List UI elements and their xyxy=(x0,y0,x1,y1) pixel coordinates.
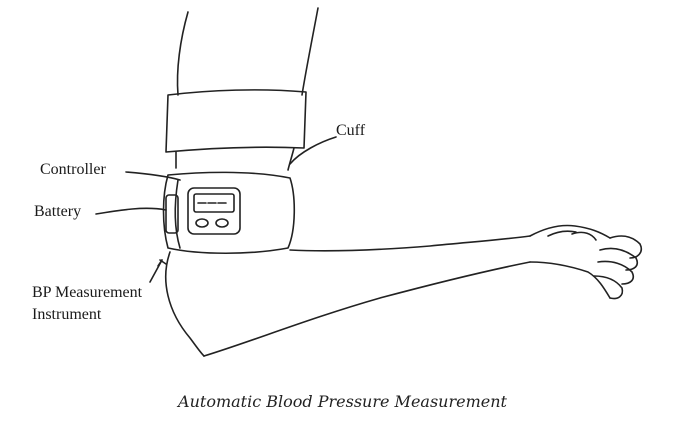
upper-arm-outline-right xyxy=(301,7,319,96)
label-battery: Battery xyxy=(34,203,82,220)
label-cuff: Cuff xyxy=(336,122,366,139)
label-instrument-line2: Instrument xyxy=(32,306,102,323)
controller-display xyxy=(187,187,241,235)
elbow-outline xyxy=(164,251,205,357)
cuff-leader xyxy=(289,136,337,165)
battery-leader xyxy=(95,207,167,215)
forearm-top xyxy=(289,235,531,252)
hand-outline xyxy=(529,224,611,239)
upper-arm-outline xyxy=(176,11,189,96)
controller-leader xyxy=(125,171,181,181)
label-controller: Controller xyxy=(40,161,106,178)
figure-caption: Automatic Blood Pressure Measurement xyxy=(178,392,507,411)
label-instrument-line1: BP Measurement xyxy=(32,284,143,301)
battery-pack xyxy=(165,194,179,234)
controller-band xyxy=(162,171,296,255)
cuff-band xyxy=(165,89,307,153)
